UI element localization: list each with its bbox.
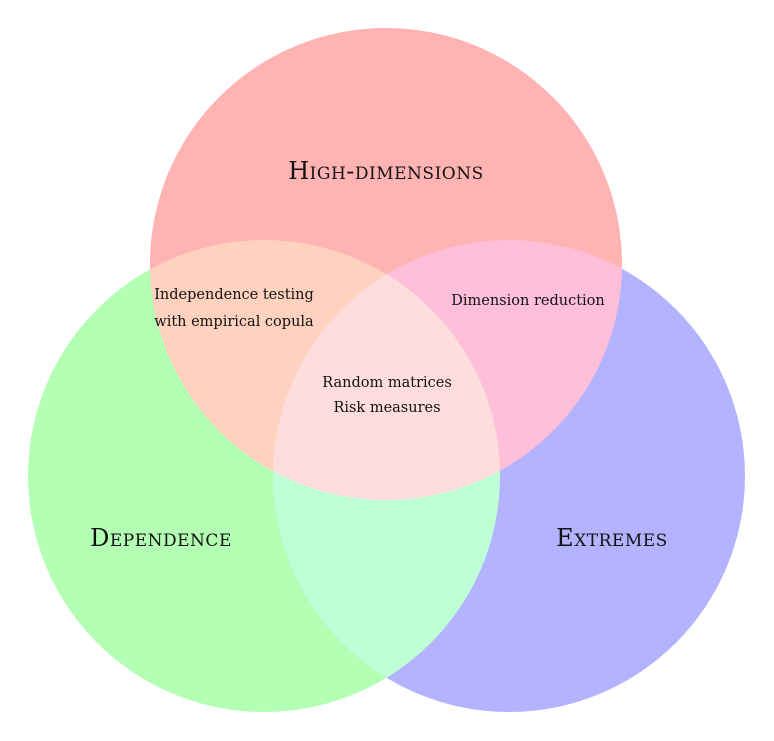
high-dim-dependence-line-1: Independence testing [154,287,314,303]
all-three-line-2: Risk measures [333,400,440,416]
all-three-line-1: Random matrices [322,375,452,391]
overlap-all-three [273,240,500,500]
dependence-label: Dependence [90,524,232,552]
high-dim-dependence-line-2: with empirical copula [154,314,314,330]
extremes-label: Extremes [556,524,668,552]
high-dimensions-label: High-dimensions [288,157,484,185]
high-dim-extremes-line-1: Dimension reduction [451,293,604,309]
